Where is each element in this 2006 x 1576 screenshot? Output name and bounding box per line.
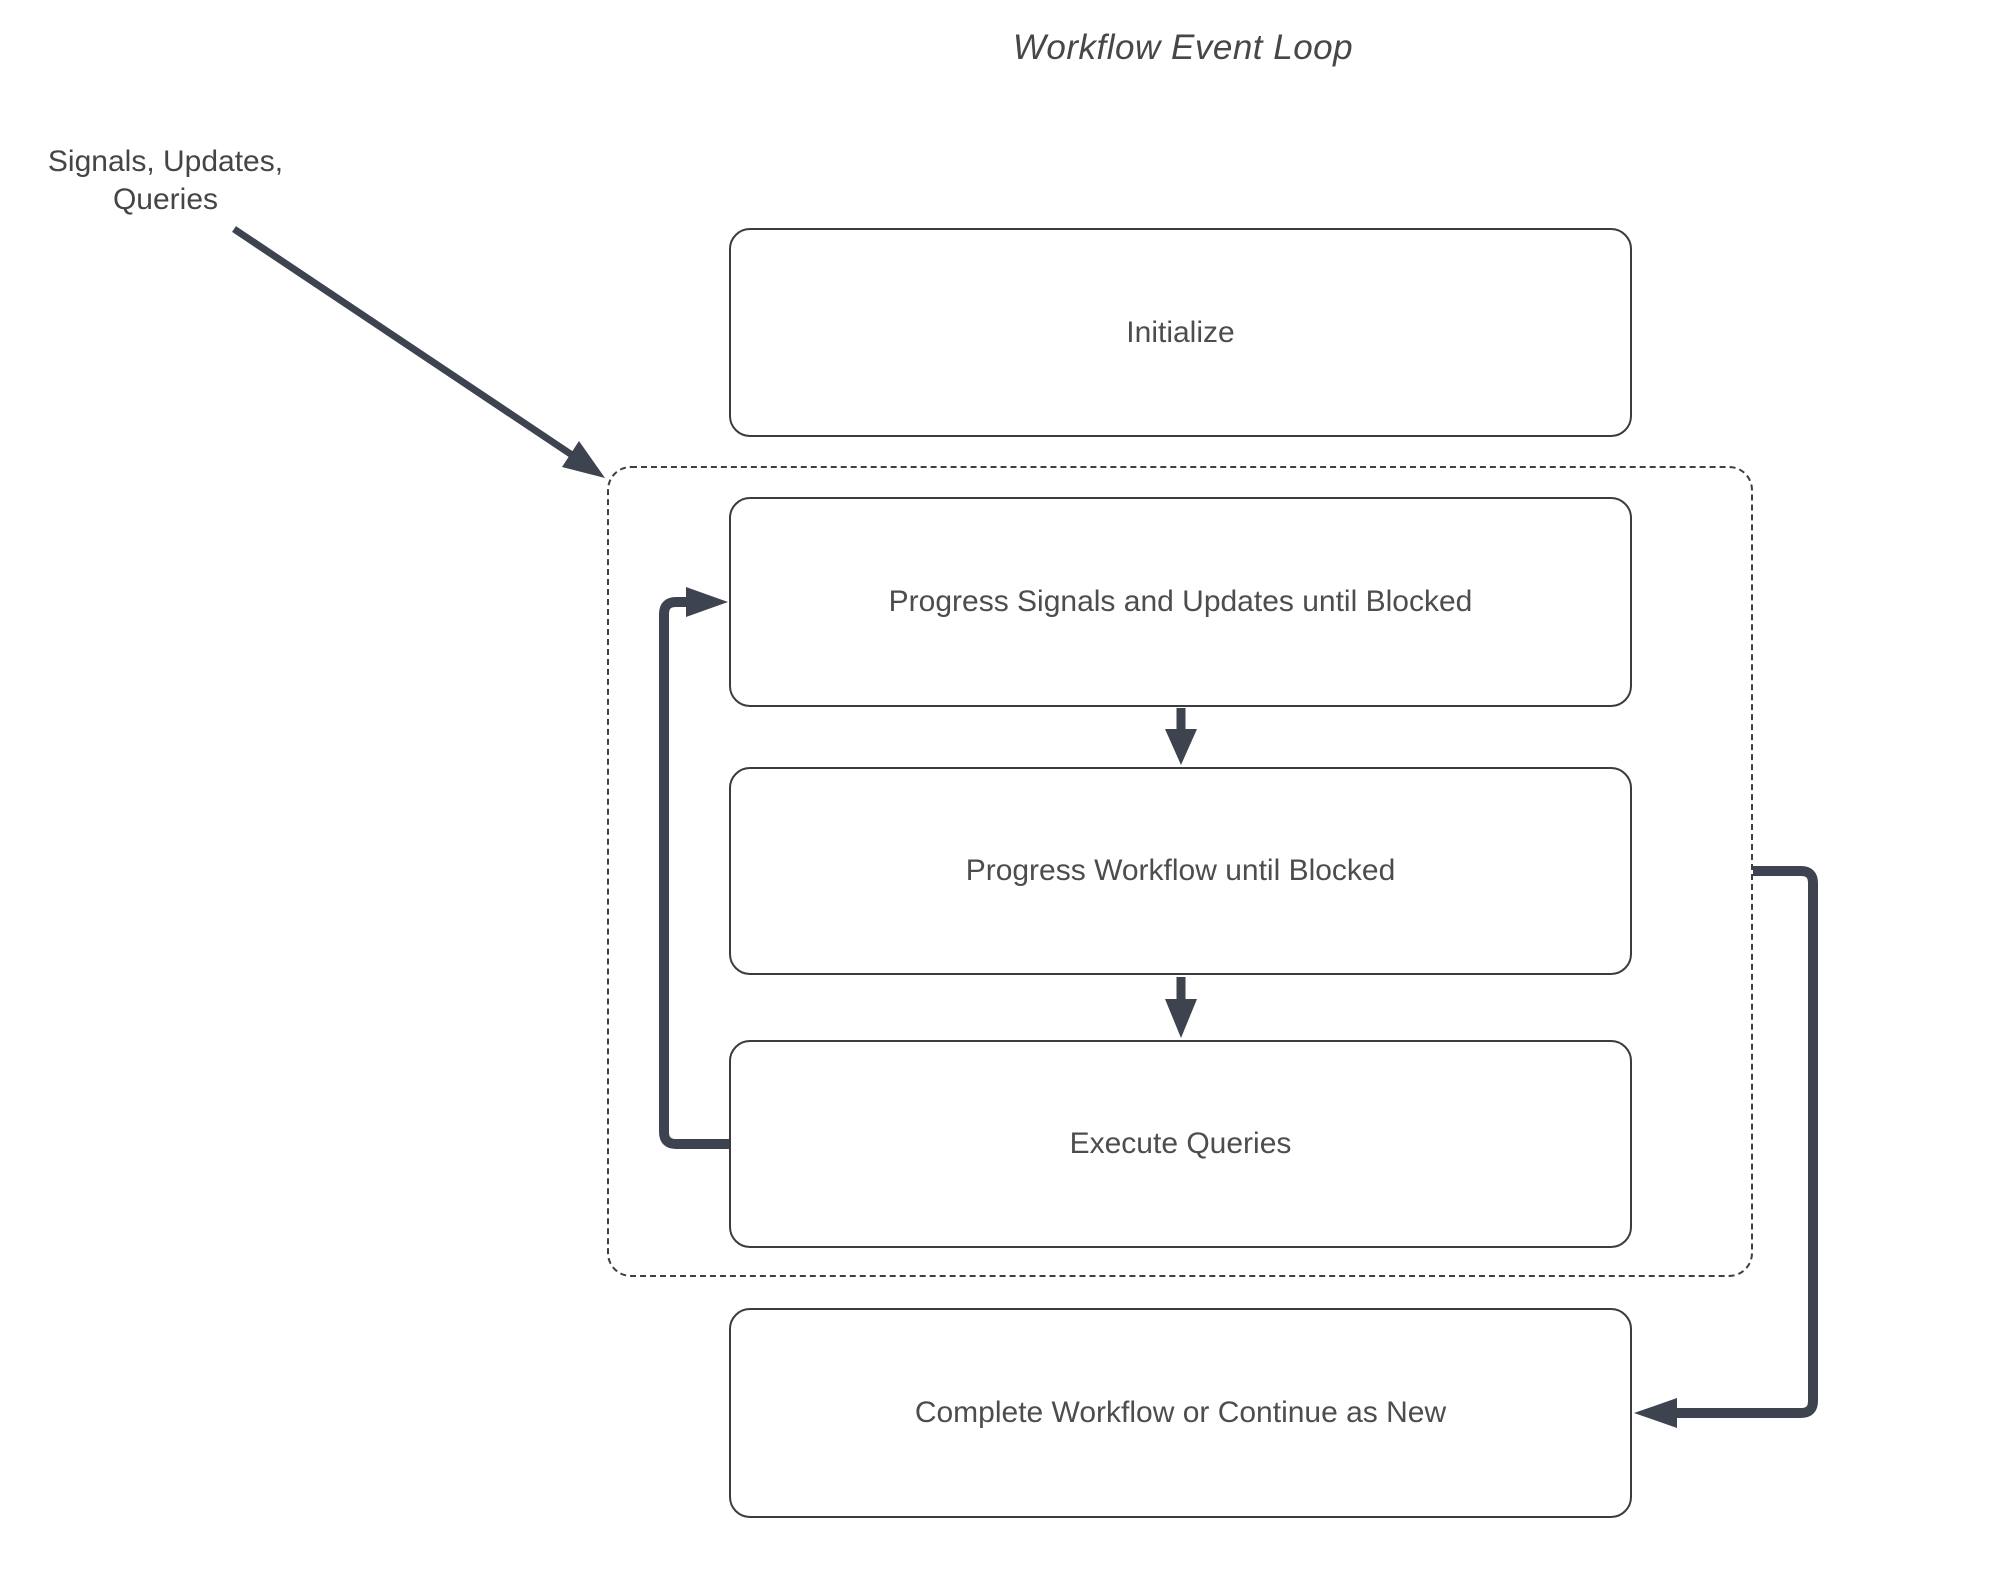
node-progress-signals-and-updates: Progress Signals and Updates until Block…: [729, 497, 1632, 707]
node-complete-workflow: Complete Workflow or Continue as New: [729, 1308, 1632, 1518]
node-progress-signals-label: Progress Signals and Updates until Block…: [888, 585, 1473, 618]
down-arrow-1: [1165, 708, 1197, 765]
node-execute-queries-label: Execute Queries: [1069, 1127, 1292, 1160]
signals-input-arrow: [232, 226, 605, 478]
node-initialize-label: Initialize: [1126, 315, 1235, 349]
complete-arrow: [1634, 866, 1818, 1428]
diagram-title: Workflow Event Loop: [1012, 28, 1354, 67]
node-progress-workflow: Progress Workflow until Blocked: [729, 767, 1632, 975]
signals-updates-queries-label: Signals, Updates, Queries: [23, 143, 308, 219]
input-label-line1: Signals, Updates,: [47, 145, 284, 178]
event-loop-container: [607, 466, 1753, 1277]
node-progress-workflow-label: Progress Workflow until Blocked: [965, 854, 1396, 887]
input-label-line2: Queries: [112, 183, 219, 216]
loop-back-arrow: [659, 587, 731, 1149]
node-initialize: Initialize: [729, 228, 1632, 437]
node-execute-queries: Execute Queries: [729, 1040, 1632, 1248]
node-complete-workflow-label: Complete Workflow or Continue as New: [914, 1396, 1447, 1429]
down-arrow-2: [1165, 977, 1197, 1038]
